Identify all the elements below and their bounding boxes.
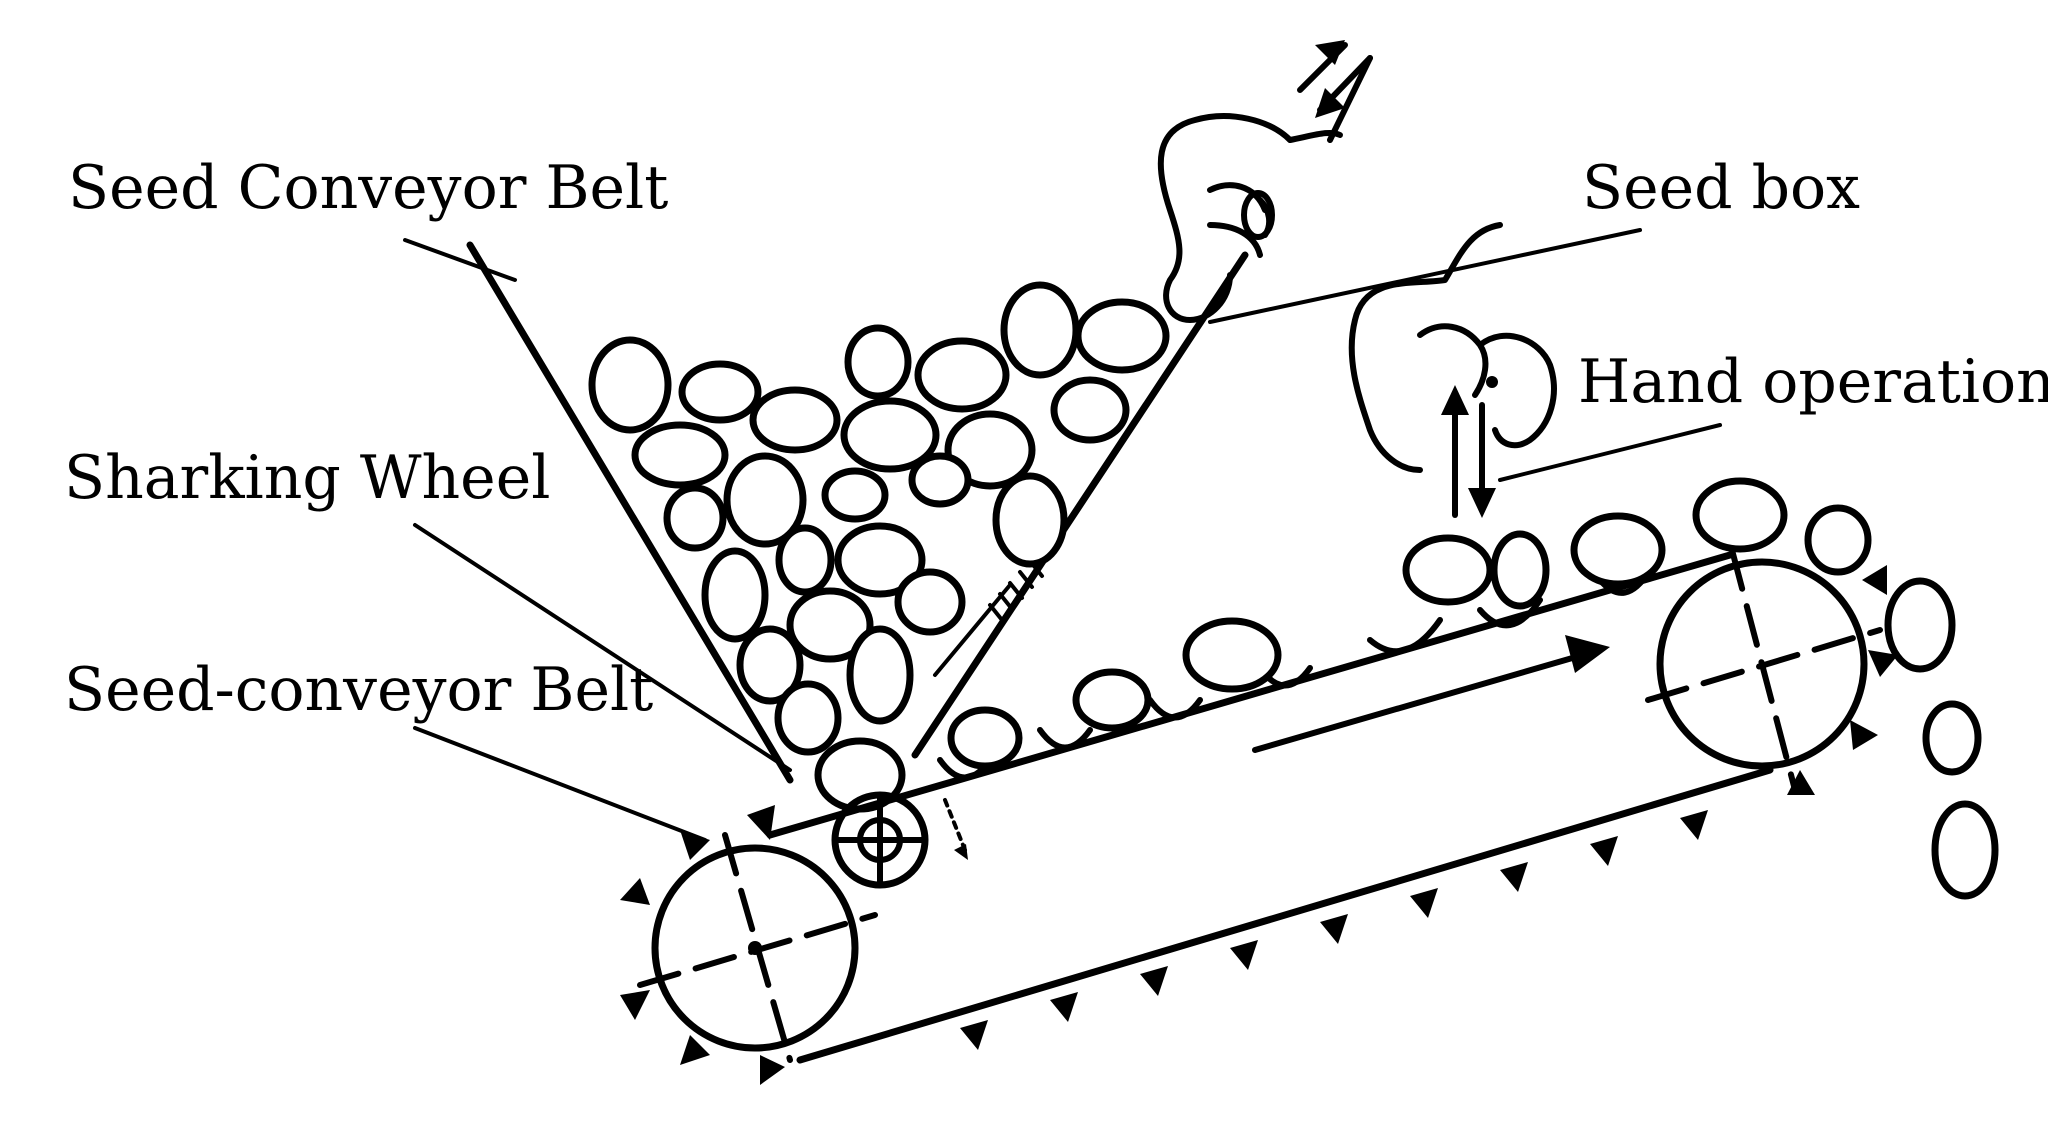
leader-sharking-wheel [413, 523, 792, 772]
falling-seeds [1922, 700, 1999, 900]
label-seed-box: Seed box [1582, 153, 1860, 223]
right-sprocket-wheel [1645, 547, 1898, 795]
conveyor-belt [766, 551, 1774, 1064]
belt-bottom-teeth [960, 810, 1708, 1050]
label-sharking-wheel: Sharking Wheel [64, 443, 551, 513]
belt-bottom-run [796, 766, 1774, 1064]
belt-top-run [766, 551, 1734, 839]
label-hand-operation: Hand operation [1578, 347, 2048, 417]
label-seed-conveyor-belt-top: Seed Conveyor Belt [68, 153, 669, 223]
belt-seeds [947, 477, 1956, 770]
label-seed-conveyor-belt-bottom: Seed-conveyor Belt [64, 655, 654, 725]
leader-hand-operation [1498, 423, 1722, 482]
seed-hopper [466, 241, 1249, 784]
upper-hand-icon [1157, 40, 1373, 323]
belt-top-scallops [937, 567, 1653, 781]
hopper-gate-blade [933, 583, 1012, 677]
hopper-left-wall [466, 241, 794, 784]
hopper-right-wall [911, 251, 1249, 759]
belt-direction-arrow [1252, 635, 1610, 753]
leader-lines [403, 228, 1722, 842]
lower-hand-icon [1348, 222, 1557, 518]
left-sprocket-wheel [620, 805, 878, 1085]
shaking-wheel [831, 791, 968, 889]
leader-seed-box [1208, 228, 1642, 324]
leader-seed-conveyor-belt-bottom [413, 726, 707, 842]
hopper-seeds [588, 281, 1170, 813]
leader-seed-conveyor-belt-top [403, 238, 517, 282]
